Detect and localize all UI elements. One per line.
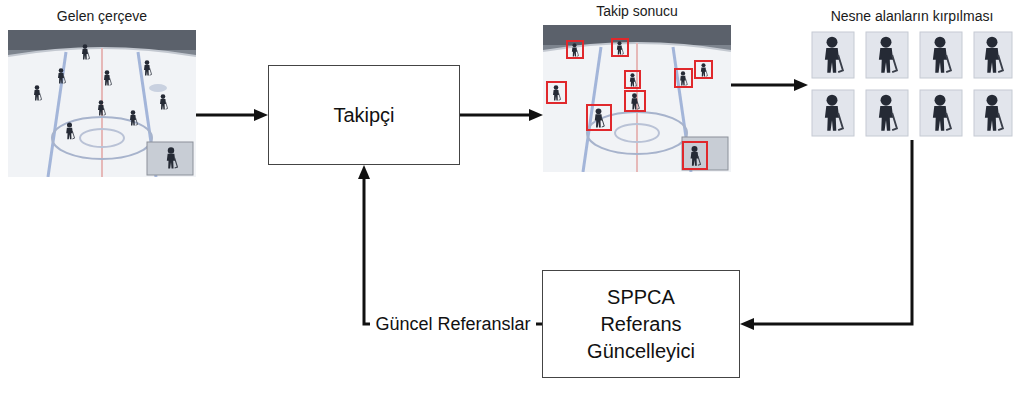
box-label: Takipçi	[333, 102, 394, 129]
image-caption: Gelen çerçeve	[57, 8, 147, 24]
rink-frame-illustration	[8, 30, 196, 177]
tracking-result-frame: Takip sonucu	[543, 25, 731, 172]
tracking-result-illustration	[543, 25, 731, 172]
flow-arrow	[364, 177, 542, 324]
process-box: SPPCA Referans Güncelleyici	[542, 270, 740, 378]
flow-arrow	[196, 114, 256, 117]
flow-arrow	[752, 140, 912, 324]
image-caption: Takip sonucu	[596, 3, 678, 19]
tracked-players	[553, 41, 708, 165]
flow-arrow	[731, 84, 796, 87]
input-frame: Gelen çerçeve	[8, 30, 196, 177]
image-caption: Nesne alanların kırpılması	[831, 8, 994, 24]
box-label: SPPCA Referans Güncelleyici	[576, 284, 706, 365]
flow-arrow	[460, 114, 531, 117]
cropped-patches: Nesne alanların kırpılması	[808, 30, 1016, 140]
cropped-patches-illustration	[808, 30, 1016, 140]
process-box: Takipçi	[268, 65, 460, 165]
edge-label: Güncel Referanslar	[370, 313, 535, 336]
tracking-boxes	[547, 39, 712, 169]
